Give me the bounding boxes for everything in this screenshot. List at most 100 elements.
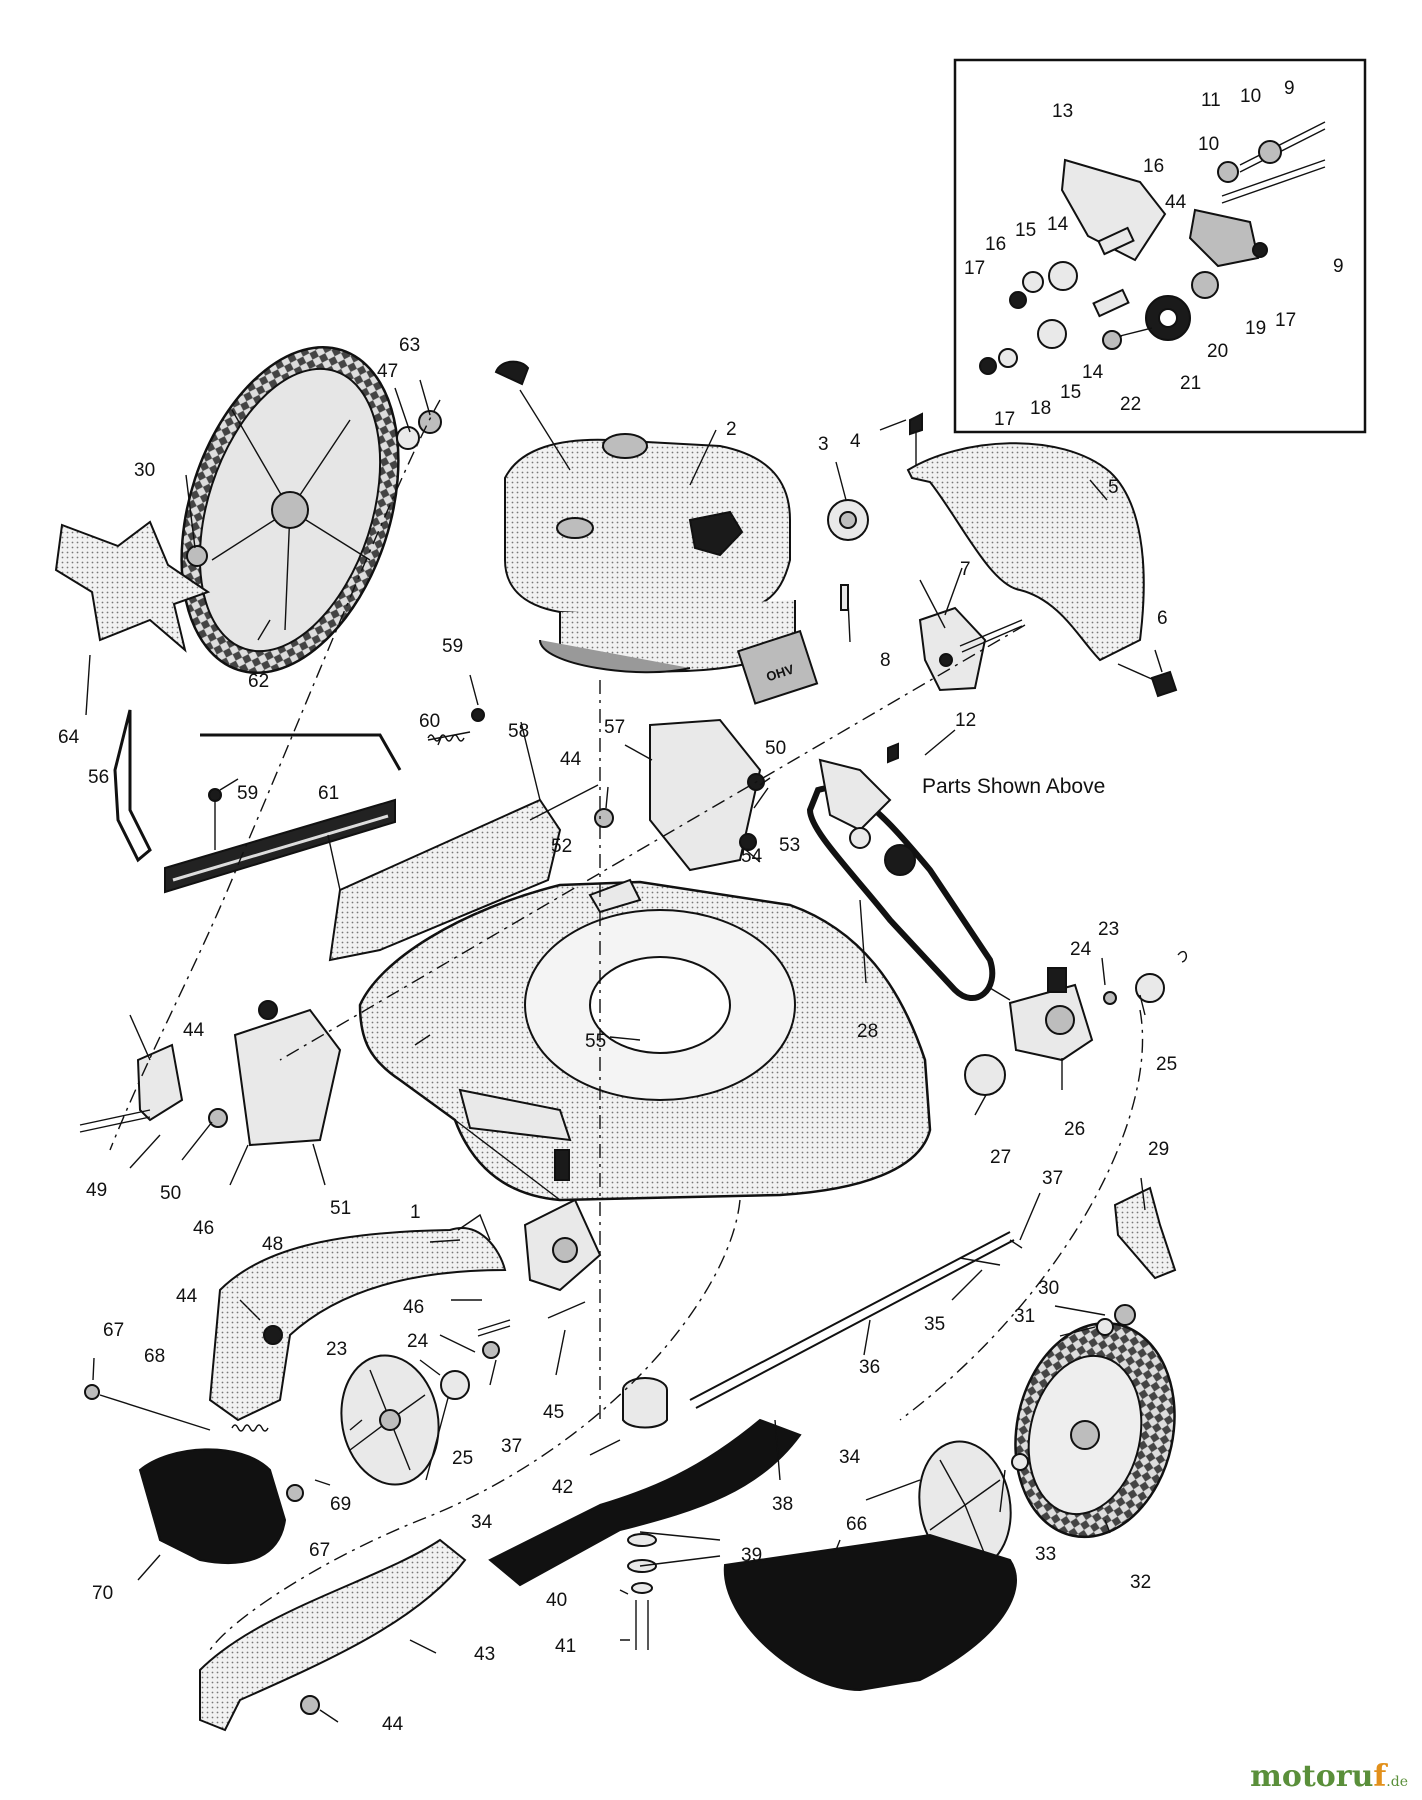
rear-skirt-43 [199, 1538, 467, 1732]
washer-24 [482, 1341, 500, 1359]
bolt-59-lower [208, 788, 222, 802]
inset-bracket [1060, 158, 1167, 262]
inset-washer [1191, 271, 1219, 299]
callout-9: 9 [1333, 256, 1344, 277]
callout-27: 27 [990, 1147, 1011, 1168]
callout-15: 15 [1015, 220, 1036, 241]
callout-25: 25 [1156, 1054, 1177, 1075]
callout-8: 8 [880, 650, 891, 671]
parts-shown-above-note: Parts Shown Above [922, 775, 1105, 798]
callout-60: 60 [419, 711, 440, 732]
callout-11: 11 [1201, 90, 1221, 111]
callout-10: 10 [1240, 86, 1261, 107]
nut-30-right [1114, 1304, 1136, 1326]
callout-43: 43 [474, 1644, 495, 1665]
callout-3: 3 [818, 434, 829, 455]
callout-46: 46 [193, 1218, 214, 1239]
callout-34: 34 [471, 1512, 493, 1533]
leader-lines [85, 379, 1163, 1723]
callout-22: 22 [1120, 394, 1141, 415]
engine-mount-52 [588, 878, 642, 914]
axle-stub-45 [547, 1301, 586, 1319]
inset-bushing-b [1037, 319, 1067, 349]
callout-12: 12 [955, 710, 976, 731]
pinion-25 [1135, 973, 1165, 1003]
handle-bracket-12 [818, 758, 892, 832]
callout-28: 28 [857, 1021, 878, 1042]
callout-5: 5 [1108, 477, 1119, 498]
spring-69 [231, 1424, 269, 1432]
callout-47: 47 [377, 361, 398, 382]
callout-10: 10 [1198, 134, 1219, 155]
inset-plate [1188, 208, 1260, 268]
callout-31: 31 [1014, 1306, 1035, 1327]
callout-58: 58 [508, 721, 529, 742]
callout-67: 67 [309, 1540, 330, 1561]
callout-33: 33 [1035, 1544, 1056, 1565]
callout-44: 44 [560, 749, 582, 770]
callout-59: 59 [442, 636, 463, 657]
callout-24: 24 [407, 1331, 429, 1352]
callout-25: 25 [452, 1448, 473, 1469]
inset-bushing-a [1048, 261, 1078, 291]
rear-shield [906, 442, 1145, 662]
clip-23 [1177, 950, 1188, 963]
bolt-6 [1150, 670, 1178, 698]
inset-bolt-a [1221, 159, 1326, 204]
nut-30 [186, 545, 208, 567]
gearbox-lever [1047, 967, 1067, 993]
callout-50: 50 [160, 1183, 181, 1204]
callout-32: 32 [1130, 1572, 1151, 1593]
rear-adjuster-57 [594, 718, 765, 872]
callout-9: 9 [1284, 78, 1295, 99]
bolt-46 [477, 1319, 511, 1337]
callout-6: 6 [1157, 608, 1168, 629]
nut-67-left [84, 1384, 100, 1400]
rear-wheel-right [1014, 1321, 1176, 1539]
callout-30: 30 [1038, 1278, 1059, 1299]
front-lever [554, 1149, 570, 1181]
callout-53: 53 [779, 835, 800, 856]
callout-50: 50 [765, 738, 786, 759]
callout-1: 1 [410, 1202, 421, 1223]
watermark-logo: motoruf.de [1250, 1759, 1408, 1794]
knob-29 [1113, 1186, 1177, 1280]
callout-15: 15 [1060, 382, 1081, 403]
callout-40: 40 [546, 1590, 567, 1611]
callout-44: 44 [176, 1286, 198, 1307]
callout-45: 45 [543, 1402, 564, 1423]
callout-35: 35 [924, 1314, 945, 1335]
callout-46: 46 [403, 1297, 424, 1318]
callout-21: 21 [1180, 373, 1201, 394]
callout-18: 18 [1030, 398, 1051, 419]
callout-labels: 13 11 10 9 10 16 44 15 14 16 9 17 19 17 … [58, 78, 1344, 1735]
callout-19: 19 [1245, 318, 1266, 339]
dash-line-right [899, 1009, 1144, 1421]
nut-67-right [286, 1484, 304, 1502]
callout-17: 17 [1275, 310, 1296, 331]
callout-23: 23 [1098, 919, 1119, 940]
washer-33 [1011, 1453, 1029, 1471]
dash-line-left [109, 399, 441, 1151]
washer-31 [1096, 1318, 1114, 1336]
callout-69: 69 [330, 1494, 351, 1515]
callout-38: 38 [772, 1494, 793, 1515]
pinion-25-front [440, 1370, 470, 1400]
pin [840, 584, 849, 611]
callout-26: 26 [1064, 1119, 1085, 1140]
bolt-59-upper [471, 708, 485, 722]
mulch-plug-66 [723, 1533, 1017, 1692]
callout-37: 37 [501, 1436, 522, 1457]
callout-34: 34 [839, 1447, 861, 1468]
callout-55: 55 [585, 1031, 606, 1052]
callout-37: 37 [1042, 1168, 1063, 1189]
idler-pulley [964, 1054, 1006, 1096]
callout-2: 2 [726, 419, 737, 440]
rear-axle-rod [689, 1231, 1015, 1409]
engine-dipstick [519, 389, 571, 471]
nut-44-bottom [300, 1695, 320, 1715]
pin-35 [959, 1257, 1001, 1266]
washer-39-a [627, 1533, 657, 1547]
callout-14: 14 [1047, 214, 1069, 235]
flap-61 [164, 798, 396, 894]
